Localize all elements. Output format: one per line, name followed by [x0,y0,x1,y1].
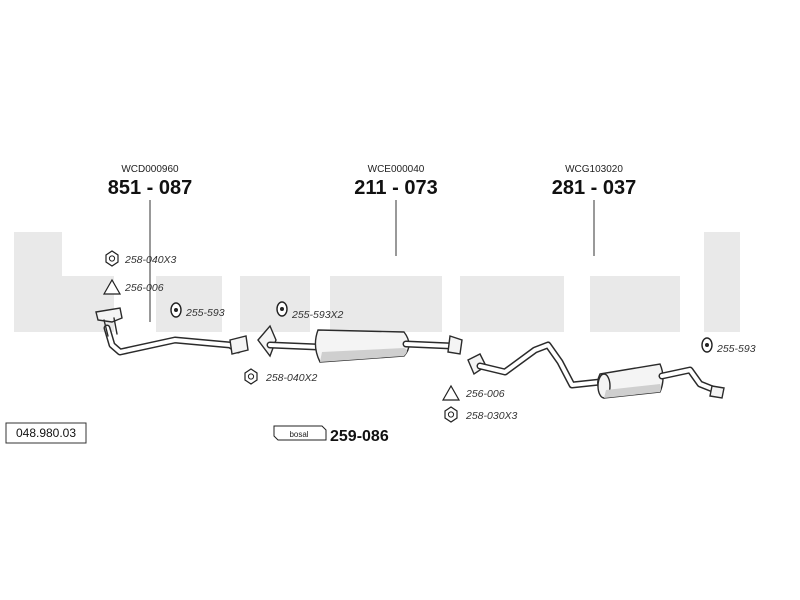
assembly-part-number: 211 - 073 [354,177,437,199]
accessory-code: 256-006 [465,388,505,400]
assembly-label-front: WCD000960 851 - 087 [108,164,193,322]
assembly-part-number: 851 - 087 [108,177,193,199]
accessory-code: 255-593X2 [291,309,344,321]
accessory-code: 258-030X3 [465,410,518,422]
bosal-logo-tile [273,425,327,441]
center-muffler-part[interactable] [257,324,463,363]
rear-muffler-part[interactable] [467,341,725,399]
gasket-triangle-icon [102,278,122,295]
assembly-ref: WCG103020 [565,164,623,175]
assembly-label-rear: WCG103020 281 - 037 [552,164,637,256]
accessory-gasket-2[interactable]: 256-006 [441,384,505,401]
assembly-part-number: 281 - 037 [552,177,637,199]
watermark-logo [14,232,740,332]
accessory-code: 258-040X2 [265,372,318,384]
accessory-nut-1[interactable]: 258-040X3 [105,250,177,267]
assembly-ref: WCE000040 [368,164,425,175]
kit-logo-text: bosal [289,430,308,439]
mounting-kit[interactable]: bosal 259-086 [273,425,389,445]
kit-part-number: 259-086 [330,428,389,445]
accessory-code: 255-593 [185,307,225,319]
accessory-nut-3[interactable]: 258-030X3 [444,406,518,423]
assembly-ref: WCD000960 [121,164,179,175]
accessory-code: 256-006 [124,282,164,294]
assembly-label-center: WCE000040 211 - 073 [354,164,438,256]
accessory-mount-2[interactable]: 255-593X2 [276,301,344,321]
accessory-mount-3[interactable]: 255-593 [701,337,756,355]
accessory-nut-2[interactable]: 258-040X2 [244,368,318,385]
accessory-code: 255-593 [716,343,756,355]
diagram-id: 048.980.03 [16,426,76,440]
diagram-id-box: 048.980.03 [5,422,87,444]
accessory-code: 258-040X3 [124,254,177,266]
accessory-gasket-1[interactable]: 256-006 [102,278,164,295]
front-pipe-part[interactable] [95,307,249,356]
gasket-triangle-icon [441,384,461,401]
accessory-mount-1[interactable]: 255-593 [170,302,225,319]
